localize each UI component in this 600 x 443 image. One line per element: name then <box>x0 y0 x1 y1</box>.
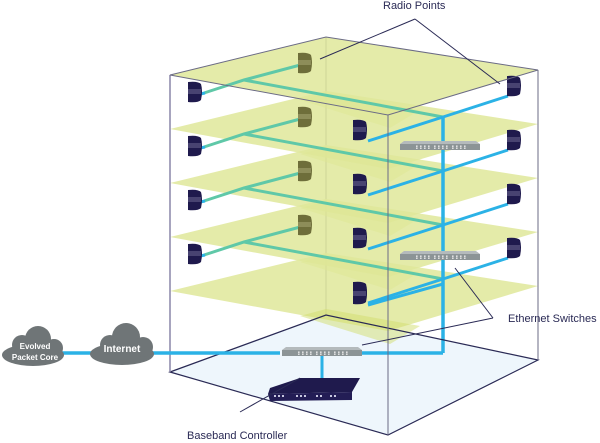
floor-plane <box>170 37 538 115</box>
ground-floor-plane <box>170 315 538 435</box>
floor-cable <box>367 282 444 307</box>
radio-point-left <box>188 189 202 211</box>
cables <box>189 62 509 355</box>
radio-point-left <box>188 135 202 157</box>
floor-cable <box>442 202 509 227</box>
ethernet-switch <box>400 141 480 150</box>
radio-point-front <box>353 283 367 305</box>
radio-point-right <box>507 183 521 205</box>
radio-point-back <box>298 52 312 74</box>
radio-point-right <box>507 237 521 259</box>
floor-cable <box>243 186 444 227</box>
radio-point-right <box>507 75 521 97</box>
floor-cable <box>243 78 444 119</box>
floor-cable <box>367 115 444 143</box>
radio-point-back <box>298 106 312 128</box>
ethernet-switches-label: Ethernet Switches <box>508 313 597 325</box>
radio-point-front <box>353 173 367 195</box>
floor-cable <box>367 223 444 251</box>
radio-points <box>188 52 521 305</box>
baseband-controller-label: Baseband Controller <box>187 430 288 442</box>
radio-point-front <box>353 119 367 141</box>
radio-point-right <box>507 129 521 151</box>
radio-points-label: Radio Points <box>383 0 446 12</box>
radio-point-back <box>298 160 312 182</box>
leader-lines <box>239 18 501 413</box>
floor-cable <box>367 277 444 305</box>
cloud-evolved-packet-core <box>2 326 64 366</box>
floor-cable <box>442 148 509 173</box>
floor-cable <box>367 169 444 197</box>
floor-shade <box>300 309 420 344</box>
baseband-controller <box>268 356 360 401</box>
cloud-epc-line1: Evolved <box>19 342 51 351</box>
floor-cable <box>442 94 509 119</box>
floor-cable <box>442 256 509 281</box>
cloud-epc-label: Evolved Packet Core <box>4 341 66 363</box>
cloud-internet <box>90 323 154 365</box>
cloud-internet-label: Internet <box>103 344 141 355</box>
ethernet-switches <box>282 141 480 356</box>
radio-point-left <box>188 81 202 103</box>
roof-outline <box>169 36 539 116</box>
ethernet-switch <box>400 251 480 260</box>
radio-point-left <box>188 243 202 265</box>
floor-cable <box>243 240 444 281</box>
cloud-epc-line2: Packet Core <box>11 353 59 362</box>
ethernet-switch <box>282 347 362 356</box>
radio-point-front <box>353 227 367 249</box>
floor-cable <box>243 132 444 173</box>
radio-point-back <box>298 214 312 236</box>
